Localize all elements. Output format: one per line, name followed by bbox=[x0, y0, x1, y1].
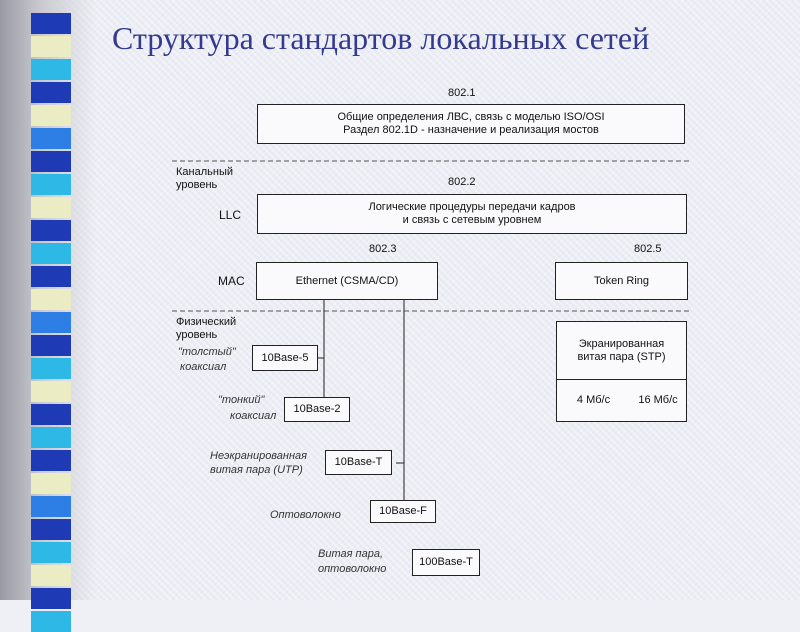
box-llc: Логические процедуры передачи кадров и с… bbox=[257, 194, 687, 234]
box-802-1-line2: Раздел 802.1D - назначение и реализация … bbox=[343, 124, 599, 136]
decor-square bbox=[31, 13, 71, 34]
decor-square bbox=[31, 197, 71, 218]
std-802-2: 802.2 bbox=[448, 176, 476, 188]
decor-square bbox=[31, 358, 71, 379]
stp-line2: витая пара (STP) bbox=[577, 350, 666, 363]
llc-label: LLC bbox=[219, 208, 242, 222]
base2-label: 10Base-2 bbox=[293, 403, 341, 415]
decor-square bbox=[31, 105, 71, 126]
thick-coax-2: коаксиал bbox=[180, 361, 227, 373]
decor-square bbox=[31, 82, 71, 103]
base100t-label: 100Base-T bbox=[419, 556, 473, 568]
decor-square bbox=[31, 450, 71, 471]
token-ring-label: Token Ring bbox=[593, 274, 650, 287]
decor-square bbox=[31, 542, 71, 563]
slide-background bbox=[0, 0, 800, 600]
decor-square bbox=[31, 404, 71, 425]
box-stp: Экранированная витая пара (STP) 4 Мб/с 1… bbox=[556, 321, 687, 422]
thick-coax-1: "толстый" bbox=[178, 346, 236, 358]
box-802-1-line1: Общие определения ЛВС, связь с моделью I… bbox=[337, 111, 605, 123]
ethernet-label: Ethernet (CSMA/CD) bbox=[295, 274, 399, 287]
std-802-3: 802.3 bbox=[369, 243, 397, 255]
decor-square bbox=[31, 128, 71, 149]
decor-square bbox=[31, 335, 71, 356]
decor-square bbox=[31, 59, 71, 80]
baset-label: 10Base-T bbox=[334, 456, 383, 468]
level-physical-1: Физический bbox=[176, 316, 237, 328]
decor-square bbox=[31, 565, 71, 586]
box-10base-t: 10Base-T bbox=[325, 450, 392, 475]
stp-speeds: 4 Мб/с 16 Мб/с bbox=[557, 380, 686, 421]
tp-fiber-2: оптоволокно bbox=[318, 563, 387, 575]
thin-coax-1: "тонкий" bbox=[218, 394, 265, 406]
decor-square bbox=[31, 496, 71, 517]
std-802-1: 802.1 bbox=[448, 87, 476, 99]
decor-square bbox=[31, 427, 71, 448]
level-data-link-2: уровень bbox=[176, 179, 218, 191]
decor-square bbox=[31, 266, 71, 287]
decor-square bbox=[31, 36, 71, 57]
box-llc-line1: Логические процедуры передачи кадров bbox=[368, 201, 576, 213]
box-100base-t: 100Base-T bbox=[412, 549, 480, 576]
utp-1: Неэкранированная bbox=[210, 450, 308, 462]
level-data-link-1: Канальный bbox=[176, 166, 233, 178]
base5-label: 10Base-5 bbox=[261, 351, 309, 364]
decor-square bbox=[31, 381, 71, 402]
utp-2: витая пара (UTP) bbox=[210, 464, 303, 476]
box-802-1: Общие определения ЛВС, связь с моделью I… bbox=[257, 104, 685, 144]
stp-header: Экранированная витая пара (STP) bbox=[557, 322, 686, 381]
level-physical-2: уровень bbox=[176, 329, 218, 341]
fiber-label: Оптоволокно bbox=[270, 509, 341, 521]
decor-square bbox=[31, 289, 71, 310]
box-10base-2: 10Base-2 bbox=[284, 397, 350, 422]
stp-line1: Экранированная bbox=[578, 337, 665, 350]
box-10base-5: 10Base-5 bbox=[252, 345, 318, 371]
box-llc-line2: и связь с сетевым уровнем bbox=[402, 214, 542, 226]
decor-square bbox=[31, 243, 71, 264]
decor-square bbox=[31, 312, 71, 333]
tp-fiber-1: Витая пара, bbox=[318, 548, 384, 560]
box-token-ring: Token Ring bbox=[555, 262, 688, 300]
decor-square bbox=[31, 220, 71, 241]
basef-label: 10Base-F bbox=[379, 505, 427, 517]
decor-square bbox=[31, 473, 71, 494]
mac-label: MAC bbox=[218, 274, 245, 288]
box-10base-f: 10Base-F bbox=[370, 500, 436, 523]
slide-title: Структура стандартов локальных сетей bbox=[112, 20, 650, 56]
box-ethernet: Ethernet (CSMA/CD) bbox=[256, 262, 438, 300]
thin-coax-2: коаксиал bbox=[230, 410, 277, 422]
decor-squares bbox=[31, 0, 71, 632]
decor-square bbox=[31, 611, 71, 632]
decor-square bbox=[31, 174, 71, 195]
decor-square bbox=[31, 151, 71, 172]
std-802-5: 802.5 bbox=[634, 243, 662, 255]
speed-16: 16 Мб/с bbox=[638, 394, 678, 407]
decor-square bbox=[31, 519, 71, 540]
speed-4: 4 Мб/с bbox=[576, 394, 611, 407]
